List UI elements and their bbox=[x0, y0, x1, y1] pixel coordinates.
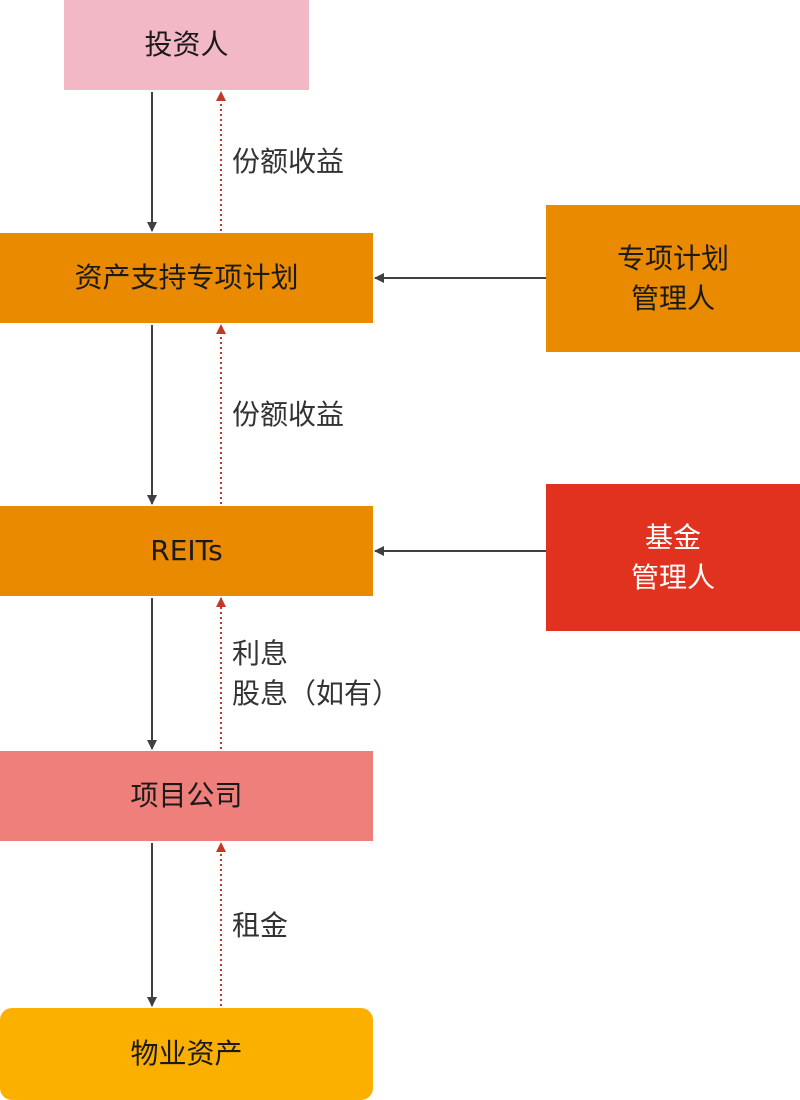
abs-plan-box: 资产支持专项计划 bbox=[0, 233, 373, 323]
fund-manager-label-line2: 管理人 bbox=[630, 560, 715, 594]
plan-manager-label-line1: 专项计划 bbox=[616, 241, 729, 275]
project-company-box: 项目公司 bbox=[0, 751, 373, 841]
flow-label-company-to-reits: 利息 股息（如有） bbox=[232, 634, 400, 714]
fund-manager-label-line1: 基金 bbox=[644, 520, 701, 554]
property-asset-box: 物业资产 bbox=[0, 1008, 373, 1100]
flow-label-property-to-company: 租金 bbox=[232, 906, 288, 946]
plan-manager-box: 专项计划 管理人 bbox=[546, 205, 800, 352]
reits-label: REITs bbox=[150, 534, 223, 567]
abs-plan-label: 资产支持专项计划 bbox=[74, 261, 299, 294]
flow-label-line1: 利息 bbox=[232, 637, 289, 670]
project-company-label: 项目公司 bbox=[130, 779, 243, 812]
flow-label-text: 份额收益 bbox=[232, 145, 345, 178]
flow-label-line2: 股息（如有） bbox=[232, 677, 401, 710]
flow-label-plan-to-investor: 份额收益 bbox=[232, 142, 344, 182]
property-asset-label: 物业资产 bbox=[130, 1037, 243, 1070]
reits-box: REITs bbox=[0, 506, 373, 596]
flow-label-text: 租金 bbox=[232, 909, 289, 942]
flow-label-text: 份额收益 bbox=[232, 398, 345, 431]
investor-box: 投资人 bbox=[64, 0, 309, 90]
fund-manager-box: 基金 管理人 bbox=[546, 484, 800, 631]
flow-label-reits-to-plan: 份额收益 bbox=[232, 395, 344, 435]
investor-label: 投资人 bbox=[144, 28, 229, 61]
plan-manager-label-line2: 管理人 bbox=[630, 281, 715, 315]
